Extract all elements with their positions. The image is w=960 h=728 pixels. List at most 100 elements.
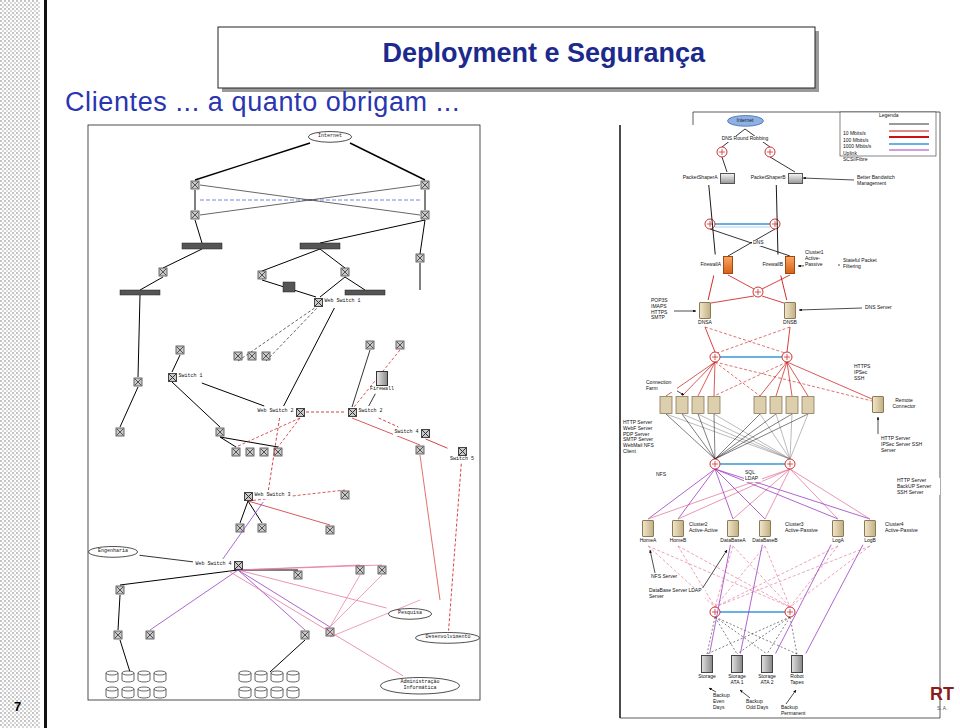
network-wire: [320, 277, 345, 297]
network-wire: [728, 229, 775, 256]
switch-symbol: [258, 524, 266, 532]
network-link: [781, 276, 787, 301]
network-wire: [733, 546, 790, 607]
network-wire: [120, 640, 130, 672]
annotation: DNS Round Robbing: [721, 136, 770, 142]
leader-arrow: [803, 178, 854, 180]
legend-sample: [887, 121, 931, 127]
device-icon: [832, 520, 844, 537]
server-node: LogA: [831, 520, 845, 544]
network-wire: [195, 220, 202, 243]
area-ellipse: Engenharia: [88, 546, 138, 558]
network-wire: [330, 575, 382, 627]
node-label: Pesquisa: [397, 611, 423, 617]
node-label: DataBaseB: [751, 538, 778, 544]
network-wire: [238, 307, 316, 361]
network-wire: [682, 414, 790, 459]
network-wire: [717, 327, 790, 353]
firewall-node: Firewall: [369, 371, 395, 393]
switch-symbol: [260, 448, 268, 456]
node-label: DNSA: [697, 320, 713, 326]
network-link: [379, 418, 399, 427]
cloud-shape: Internet: [727, 115, 764, 127]
network-link: [228, 571, 402, 676]
network-link: [710, 545, 731, 654]
router-symbol: [785, 607, 795, 617]
network-wire: [720, 356, 782, 358]
database-symbol: [271, 671, 283, 682]
switch-symbol: [246, 448, 254, 456]
switch-symbol: [341, 268, 349, 276]
annotation: Better Bandwitch Management: [856, 175, 910, 187]
side-pattern: [0, 0, 40, 728]
network-wire: [715, 546, 838, 607]
network-wire: [425, 190, 426, 210]
network-wire: [648, 469, 790, 519]
annotation: HTTP Server IPSec Server SSH Server: [880, 436, 924, 453]
network-wire: [715, 414, 808, 459]
database-symbol: [239, 671, 251, 682]
title-box: [218, 27, 815, 88]
node-label: PacketShaperA: [682, 175, 719, 181]
network-wire: [345, 277, 365, 290]
device-icon: [672, 520, 684, 537]
network-wire: [705, 327, 715, 352]
device-icon: [723, 256, 733, 274]
network-wire: [776, 414, 790, 459]
annotation: SQL LDAP: [744, 470, 762, 482]
database-symbol: [106, 671, 118, 682]
annotation: HTTP Server BackUP Server SSH Server: [896, 478, 940, 495]
network-wire: [714, 362, 787, 396]
network-link: [369, 394, 376, 406]
legend-text: SCSI/Fibre: [843, 156, 867, 162]
router-symbol: [705, 219, 715, 229]
network-link: [776, 545, 832, 654]
network-wire: [698, 414, 715, 459]
network-wire: [120, 570, 238, 585]
device-icon: [872, 396, 884, 413]
switch-symbol: [216, 428, 224, 436]
switch-symbol: [146, 631, 154, 639]
server-node: HomeB: [669, 520, 688, 544]
legend-text: 100 Mbits/s: [843, 137, 869, 143]
annotation: Backup Even Days: [712, 693, 738, 710]
switch-symbol: [396, 341, 404, 349]
storage-node: Robot Tapes: [785, 655, 809, 686]
database-symbol: [154, 687, 166, 698]
network-wire: [248, 501, 330, 525]
switch-node: Web Switch 3: [244, 492, 292, 501]
network-link: [426, 439, 448, 448]
device-symbol: [283, 282, 295, 292]
right-diagram-edge: [619, 125, 621, 718]
network-link: [740, 545, 762, 654]
device-icon: [788, 173, 803, 184]
network-wire: [715, 223, 770, 225]
device-icon: [699, 302, 711, 319]
node-label: LogA: [831, 538, 845, 544]
node-label: Storage: [697, 674, 717, 680]
network-wire: [790, 414, 808, 459]
storage-node: Storage ATA 1: [724, 655, 750, 686]
device-icon: [727, 520, 739, 537]
logo-subtext: S. A.: [937, 706, 948, 712]
switch-symbol: [234, 352, 242, 360]
node-label: Firewall: [369, 387, 395, 393]
database-symbol: [138, 671, 150, 682]
network-wire: [790, 469, 870, 519]
legend-text: 10 Mbits/s: [843, 130, 866, 136]
annotation: Backup Permanent: [780, 705, 808, 717]
switch-symbol: [134, 378, 142, 386]
network-wire: [698, 414, 790, 459]
slide-title: Deployment e Segurança: [300, 38, 705, 69]
network-wire: [705, 327, 785, 353]
server-node: DNSA: [697, 302, 713, 326]
network-wire: [195, 190, 196, 210]
device-icon: [784, 302, 796, 319]
device-symbol: [182, 243, 222, 249]
device-icon: [785, 256, 795, 274]
annotation: Cluster3 Active-Passive: [784, 522, 820, 534]
network-wire: [666, 414, 790, 459]
device-icon: [296, 408, 305, 417]
leader-arrow: [740, 690, 750, 698]
